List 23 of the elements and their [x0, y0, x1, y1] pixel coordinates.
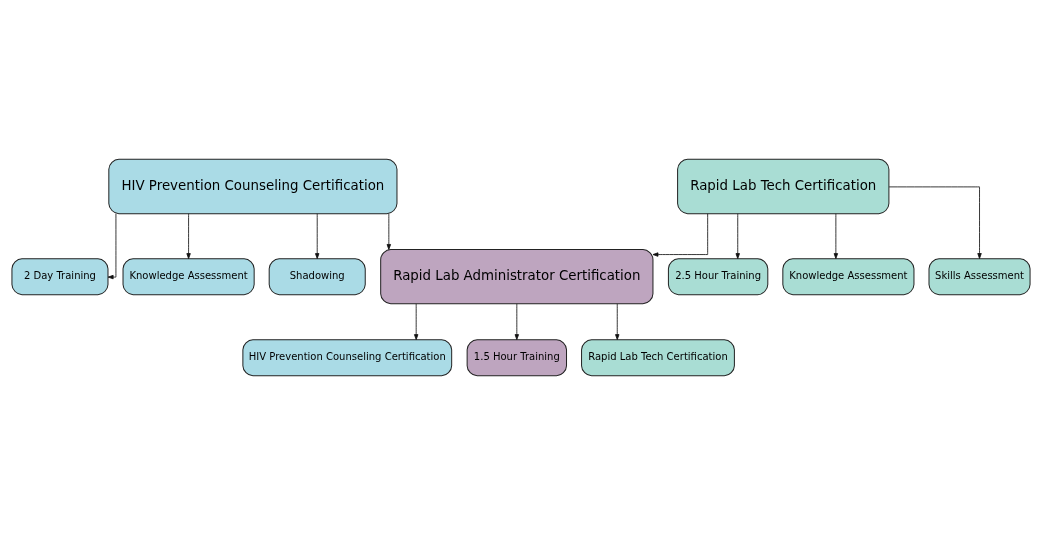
node-box: 2.5 Hour Training — [667, 258, 769, 296]
arrow — [186, 213, 191, 260]
node-box: 1.5 Hour Training — [466, 339, 567, 377]
node-box: Rapid Lab Tech Certification — [581, 339, 735, 377]
node-box: Knowledge Assessment — [782, 258, 915, 296]
node-box: HIV Prevention Counseling Certification — [108, 158, 398, 215]
arrow — [735, 213, 740, 260]
arrow — [833, 213, 839, 260]
arrow — [888, 186, 982, 259]
node-box: Rapid Lab Administrator Certification — [380, 249, 654, 305]
node-box: 2 Day Training — [11, 258, 109, 296]
node-box: Shadowing — [268, 258, 366, 296]
arrow — [652, 213, 709, 257]
node-box: Rapid Lab Tech Certification — [677, 158, 890, 215]
node-box: Knowledge Assessment — [122, 258, 255, 296]
node-box: Skills Assessment — [928, 258, 1031, 296]
arrow — [386, 213, 391, 250]
arrow — [414, 303, 419, 341]
arrow — [107, 213, 117, 280]
arrow — [615, 303, 620, 341]
arrow — [315, 213, 320, 260]
arrow — [514, 303, 519, 341]
node-box: HIV Prevention Counseling Certification — [242, 339, 453, 377]
